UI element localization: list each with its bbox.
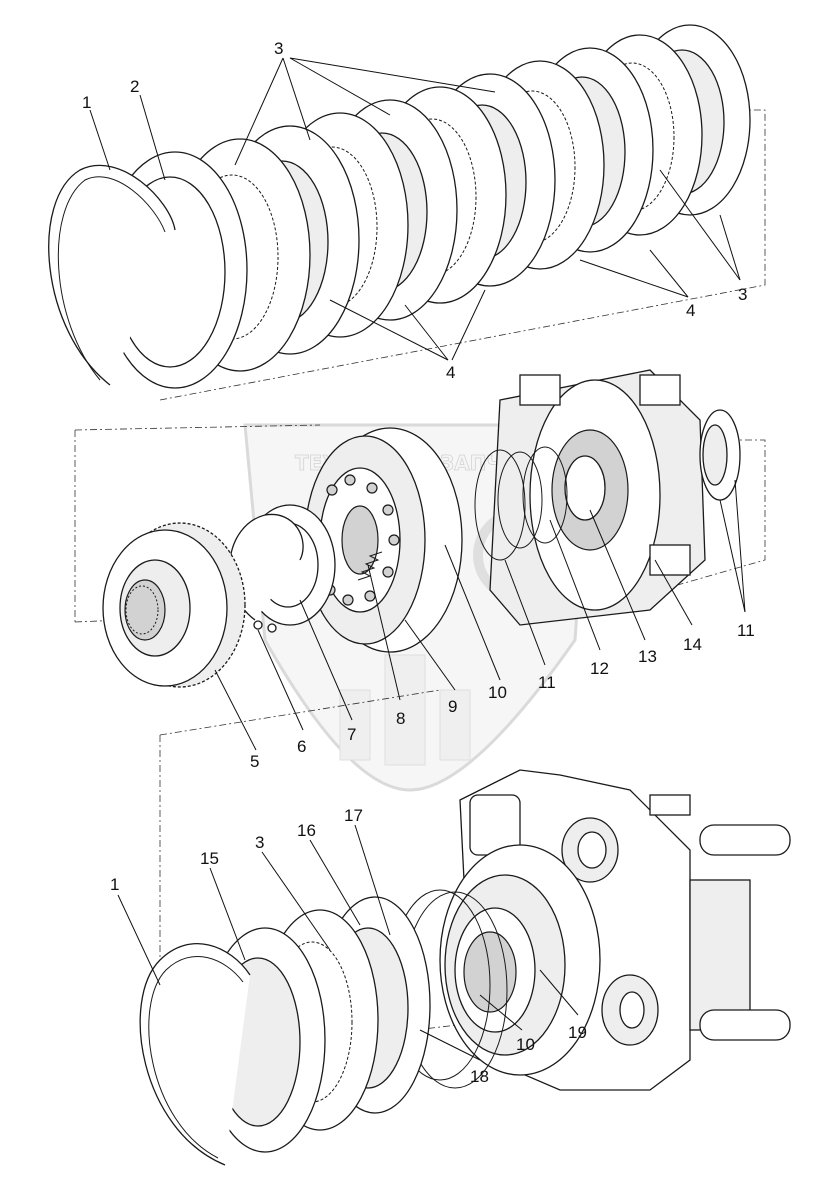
bottom-callouts: 1 15 3 16 17 18 10 19 xyxy=(110,806,587,1086)
snap-ring-bottom xyxy=(139,943,251,1166)
callout-19: 19 xyxy=(568,1023,587,1042)
callout-15: 15 xyxy=(200,849,219,868)
callout-3-right: 3 xyxy=(738,285,747,304)
callout-11-left: 11 xyxy=(538,673,556,692)
transmission-housing xyxy=(439,769,791,1091)
bottom-housing-assembly xyxy=(139,689,791,1166)
callout-6: 6 xyxy=(297,737,306,756)
seal-rings xyxy=(474,446,568,561)
callout-12: 12 xyxy=(590,659,609,678)
snap-ring-top xyxy=(48,164,176,386)
top-callouts: 1 2 3 3 4 4 xyxy=(82,39,747,382)
callout-1-top: 1 xyxy=(82,93,91,112)
callout-3-top: 3 xyxy=(274,39,283,58)
callout-7: 7 xyxy=(347,725,356,744)
spring-retainer xyxy=(228,504,336,633)
callout-16: 16 xyxy=(297,821,316,840)
callout-5: 5 xyxy=(250,752,259,771)
callout-8: 8 xyxy=(396,709,405,728)
middle-drum-assembly xyxy=(74,369,766,688)
callout-13: 13 xyxy=(638,647,657,666)
callout-10-bottom: 10 xyxy=(516,1035,535,1054)
callout-4-bottom: 4 xyxy=(446,363,455,382)
return-spring xyxy=(357,551,383,581)
callout-11-right: 11 xyxy=(737,621,755,640)
callout-1-bottom: 1 xyxy=(110,875,119,894)
clutch-discs xyxy=(169,24,751,372)
clutch-drum xyxy=(489,369,741,626)
piston xyxy=(304,427,463,653)
callout-17: 17 xyxy=(344,806,363,825)
callout-3-bottom: 3 xyxy=(255,833,264,852)
callout-14: 14 xyxy=(683,635,702,654)
callout-2: 2 xyxy=(130,77,139,96)
callout-9: 9 xyxy=(448,697,457,716)
callout-18: 18 xyxy=(470,1067,489,1086)
middle-callouts: 5 6 7 8 9 10 11 12 13 14 11 xyxy=(214,479,755,771)
callout-4-right: 4 xyxy=(686,301,695,320)
callout-10-middle: 10 xyxy=(488,683,507,702)
top-clutch-pack xyxy=(48,24,766,401)
gear-hub xyxy=(102,522,246,688)
